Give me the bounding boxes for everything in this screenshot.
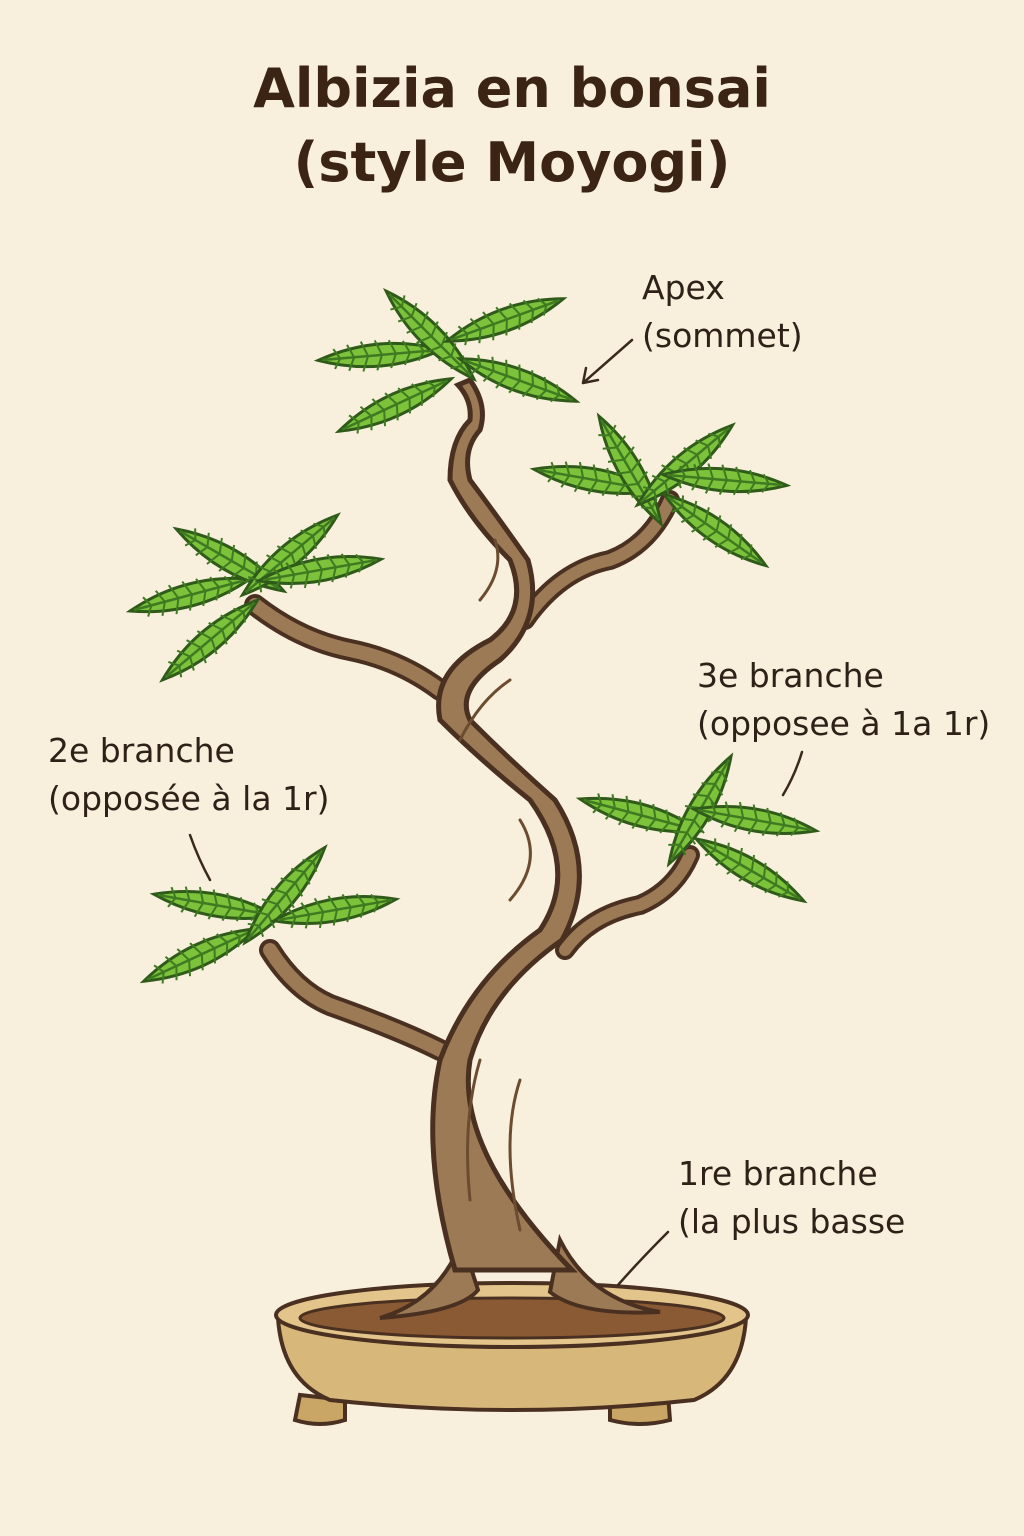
- trunk: [430, 376, 582, 1273]
- branch3-leader: [781, 750, 804, 797]
- title-line-1: Albizia en bonsai: [253, 57, 771, 120]
- label-apex: Apex (sommet): [642, 264, 803, 360]
- label-branch-3-line2: (opposee à 1a 1r): [697, 704, 991, 743]
- label-apex-line2: (sommet): [642, 316, 803, 355]
- leader-lines: [188, 338, 804, 1287]
- foliage-lower-left: [135, 836, 401, 997]
- foliage-lower-right: [574, 747, 821, 916]
- apex-arrow: [581, 338, 634, 385]
- branches: [244, 490, 700, 1061]
- foliage-apex: [315, 279, 583, 447]
- bonsai-pot: [274, 1281, 750, 1426]
- label-branch-2: 2e branche (opposée à la 1r): [48, 727, 329, 823]
- diagram-title: Albizia en bonsai (style Moyogi): [0, 52, 1024, 200]
- label-apex-line1: Apex: [642, 268, 725, 307]
- branch2-leader: [188, 833, 212, 882]
- soil: [298, 1296, 726, 1340]
- label-branch-2-line2: (opposée à la 1r): [48, 779, 330, 818]
- label-branch-1-line2: (la plus basse: [678, 1202, 906, 1241]
- label-branch-3: 3e branche (opposee à 1a 1r): [697, 652, 990, 748]
- label-branch-1-line1: 1re branche: [678, 1154, 878, 1193]
- branch1-leader: [616, 1230, 670, 1287]
- title-line-2: (style Moyogi): [293, 131, 731, 194]
- trunk-texture: [458, 538, 532, 1232]
- label-branch-1: 1re branche (la plus basse: [678, 1150, 905, 1246]
- label-branch-3-line1: 3e branche: [697, 656, 884, 695]
- foliage-upper-right: [529, 407, 790, 580]
- label-branch-2-line1: 2e branche: [48, 731, 235, 770]
